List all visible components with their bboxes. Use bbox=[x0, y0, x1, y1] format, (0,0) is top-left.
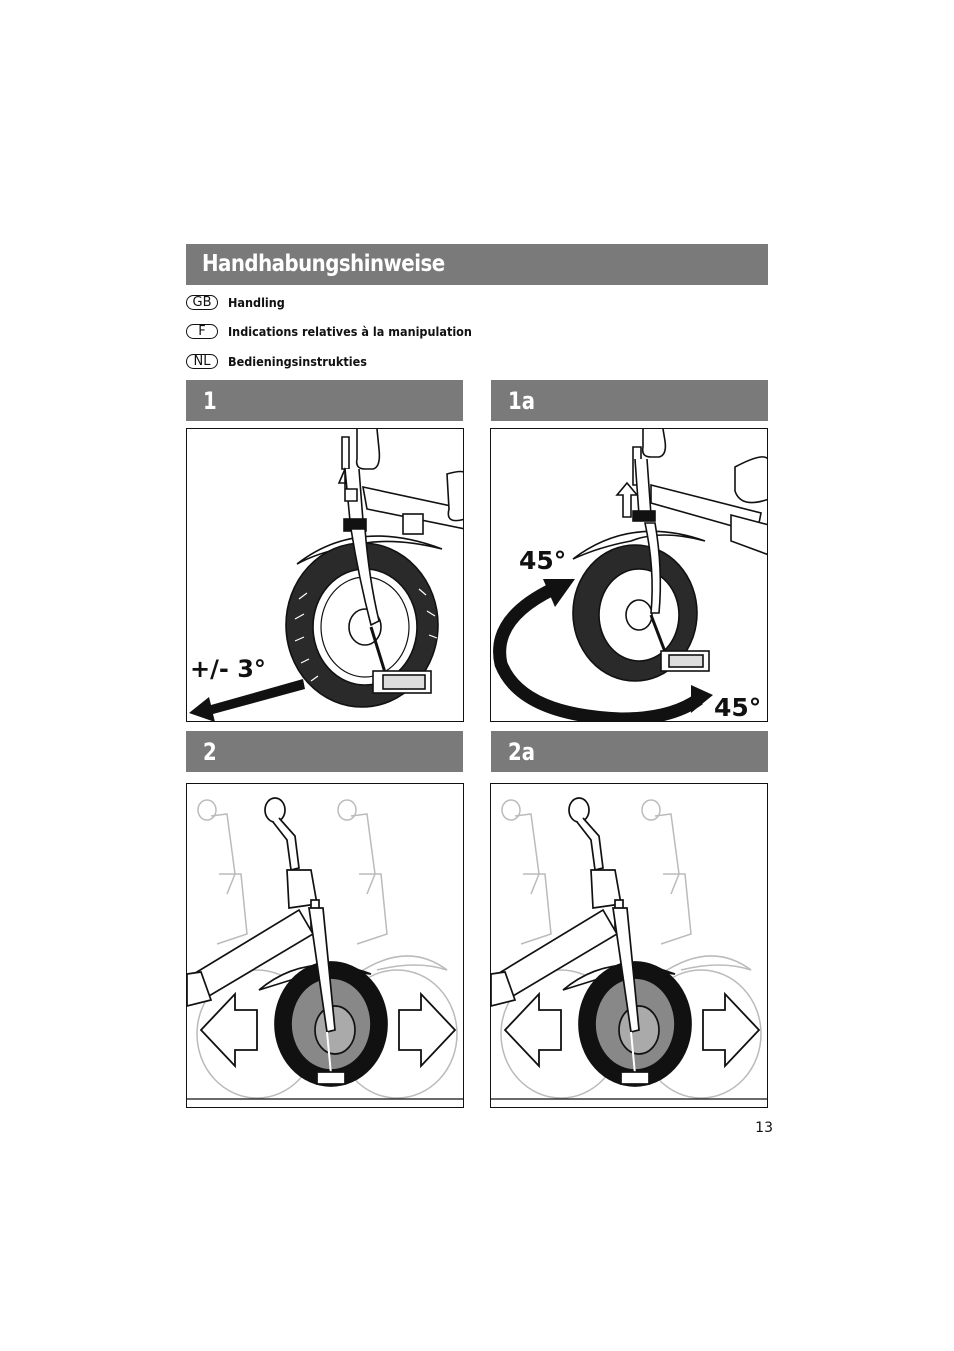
language-label: Bedieningsinstrukties bbox=[228, 353, 367, 369]
language-row-gb: GB Handling bbox=[186, 292, 291, 312]
language-row-f: F Indications relatives à la manipulatio… bbox=[186, 321, 499, 341]
tricycle-side-illustration bbox=[491, 797, 767, 1100]
language-label: Indications relatives à la manipulation bbox=[228, 323, 472, 339]
step-number: 1 bbox=[203, 387, 217, 415]
language-row-nl: NL Bedieningsinstrukties bbox=[186, 351, 382, 371]
figure-2a-seat-position bbox=[490, 783, 768, 1108]
language-code-badge: GB bbox=[186, 294, 218, 310]
arrow-left-icon bbox=[199, 991, 258, 1069]
arrow-left-icon bbox=[503, 991, 562, 1069]
step-bar-2: 2 bbox=[186, 731, 463, 772]
annotation-angle-top: 45° bbox=[519, 546, 567, 575]
language-code-badge: NL bbox=[186, 353, 218, 369]
tricycle-side-illustration bbox=[187, 797, 463, 1100]
page-title: Handhabungshinweise bbox=[202, 251, 445, 277]
step-bar-2a: 2a bbox=[491, 731, 768, 772]
rotation-arrow-icon bbox=[493, 583, 703, 721]
step-bar-1: 1 bbox=[186, 380, 463, 421]
step-number: 1a bbox=[508, 387, 535, 415]
arrow-right-icon bbox=[398, 991, 457, 1069]
step-bar-1a: 1a bbox=[491, 380, 768, 421]
tricycle-front-wheel-illustration bbox=[189, 429, 463, 721]
direction-arrow-icon bbox=[189, 679, 305, 721]
annotation-angle: +/- 3° bbox=[190, 655, 266, 683]
annotation-angle-bottom: 45° bbox=[714, 693, 762, 722]
language-label: Handling bbox=[228, 294, 285, 310]
tricycle-steering-illustration bbox=[493, 429, 767, 721]
language-code-badge: F bbox=[186, 323, 218, 339]
step-number: 2a bbox=[508, 738, 535, 766]
arrow-right-icon bbox=[702, 991, 761, 1069]
step-number: 2 bbox=[203, 738, 217, 766]
page-number: 13 bbox=[755, 1120, 773, 1136]
figure-1a-steering-rotation: 45° 45° bbox=[490, 428, 768, 722]
section-title-bar: Handhabungshinweise bbox=[186, 244, 768, 285]
figure-1-wheel-alignment: +/- 3° bbox=[186, 428, 464, 722]
figure-2-seat-position bbox=[186, 783, 464, 1108]
